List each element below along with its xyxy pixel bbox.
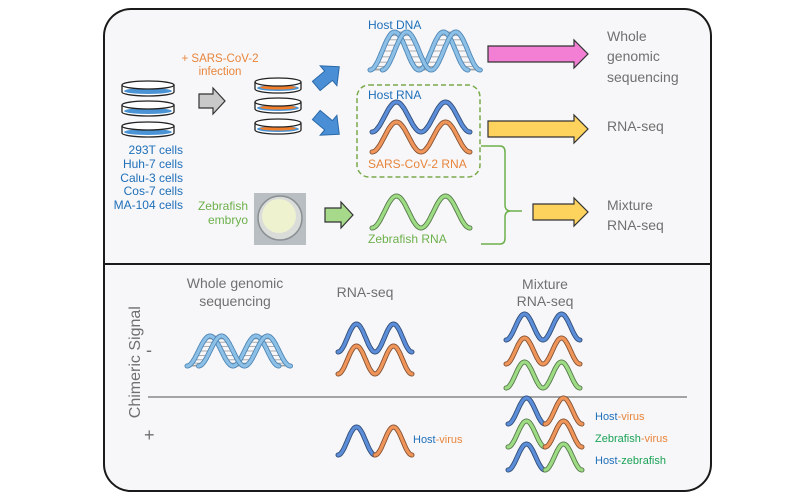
strand-fill (336, 344, 414, 376)
dish-rim (121, 121, 175, 131)
petri-dish-icon (121, 121, 175, 138)
arrow-shape (311, 109, 340, 136)
dish-medium (124, 88, 172, 94)
arrow-shape (311, 65, 340, 92)
output-mixture-rna-seq: Mixture RNA-seq (607, 197, 664, 234)
column-header-wgs: Whole genomic sequencing (186, 275, 284, 310)
strand-outline (503, 311, 583, 343)
host-rna-strand (369, 99, 473, 135)
mixture-rnaseq-arrow (532, 196, 589, 228)
cell-line: MA-104 cells (113, 198, 183, 213)
sars-cov-2-rna-label: SARS-CoV-2 RNA (368, 157, 467, 171)
chimera-label-host-virus: Host-virus (413, 434, 463, 446)
strand-fill (506, 396, 547, 426)
row-label-positive: + (144, 425, 155, 445)
strand-fill (373, 425, 414, 457)
strand-fill (370, 120, 472, 154)
mixture-positive-zebrafish-virus-chimera (505, 418, 585, 450)
strand-fill (543, 442, 584, 472)
column-header-rna-seq: RNA-seq (336, 284, 394, 300)
helix-strand-fill (380, 30, 482, 72)
dish-rim (254, 77, 302, 87)
cell-line: 293T cells (128, 143, 183, 157)
strand-fill (506, 442, 547, 472)
wgs-arrow (487, 38, 589, 70)
yolk (262, 199, 296, 233)
output-rna-seq: RNA-seq (607, 118, 664, 134)
strand-outline (369, 193, 473, 231)
sars-cov-2-rna-strand (369, 119, 473, 155)
strand-fill (370, 194, 472, 230)
strand-fill (336, 425, 377, 457)
strand-fill (543, 419, 584, 449)
cell-line: Huh-7 cells (122, 156, 183, 171)
blue-arrow-to-rna (311, 109, 340, 136)
mixture-positive-host-zebrafish-chimera (505, 441, 585, 473)
dish-infected-medium (260, 105, 296, 110)
strand-fill (504, 336, 582, 366)
mixture-negative-host-strand (503, 311, 583, 343)
mixture-chimera-zebrafish-virus: Zebrafish-virus (595, 433, 668, 445)
petri-dish-icon (254, 118, 302, 135)
petri-dish-icon (254, 77, 302, 94)
rnaseq-arrow (487, 113, 589, 145)
dish-rim (121, 80, 175, 90)
wgs-negative-helix (184, 333, 293, 369)
dish-infected-medium (260, 126, 296, 131)
strand-fill (504, 360, 582, 390)
rnaseq-negative-host-strand (335, 321, 415, 355)
strand-fill (504, 312, 582, 342)
dish-infected-medium (260, 85, 296, 90)
cell-line: Cos-7 cells (123, 184, 183, 199)
green-embryo-arrow (324, 200, 354, 230)
helix-strand-fill (368, 30, 470, 72)
chimeric-signal-axis-label: Chimeric Signal (126, 306, 144, 419)
petri-dish-icon (121, 100, 175, 117)
infected-rna-dashed-box (356, 84, 481, 178)
petri-dish-icon (254, 97, 302, 114)
rnaseq-positive-host-virus-chimera (335, 424, 415, 458)
strand-fill (336, 322, 414, 354)
strand-outline (335, 321, 415, 355)
cell-line: Calu-3 cells (120, 170, 183, 185)
strand-fill (370, 100, 472, 134)
column-header-mixture-rna-seq: Mixture RNA-seq (516, 276, 574, 309)
host-dna-label: Host DNA (368, 18, 422, 32)
gray-infection-arrow (198, 86, 226, 116)
dish-medium (124, 129, 172, 135)
dish-rim (254, 97, 302, 107)
mixture-chimera-host-zebrafish: Host-zebrafish (595, 455, 666, 467)
mixture-negative-virus-strand (503, 335, 583, 367)
mixture-positive-host-virus-chimera (505, 395, 585, 427)
zebrafish-rna-strand (369, 193, 473, 231)
helix-strand-fill (185, 334, 281, 368)
strand-fill (543, 396, 584, 426)
dish-medium (124, 108, 172, 114)
dish-rim (254, 118, 302, 128)
rnaseq-negative-virus-strand (335, 343, 415, 377)
dish-rim (121, 100, 175, 110)
row-label-negative: - (146, 340, 152, 360)
cell-lines-list: 293T cells Huh-7 cells Calu-3 cells Cos-… (113, 143, 183, 213)
output-whole-genomic-sequencing: Whole genomic sequencing (607, 28, 679, 85)
mixture-negative-zebrafish-strand (503, 359, 583, 391)
host-rna-label: Host RNA (368, 88, 422, 102)
strand-outline (369, 119, 473, 155)
zebrafish-embryo-image (254, 193, 306, 245)
helix-strand-fill (196, 334, 293, 368)
infection-label: + SARS-CoV-2 infection (181, 53, 259, 79)
mixture-bracket (481, 145, 522, 245)
petri-dish-icon (121, 80, 175, 97)
host-dna-helix (367, 29, 483, 73)
strand-fill (506, 419, 547, 449)
blue-arrow-to-dna (311, 65, 340, 92)
zebrafish-rna-label: Zebrafish RNA (368, 232, 447, 246)
zebrafish-embryo-label: Zebrafish embryo (197, 199, 248, 227)
mixture-chimera-host-virus: Host-virus (595, 411, 645, 423)
